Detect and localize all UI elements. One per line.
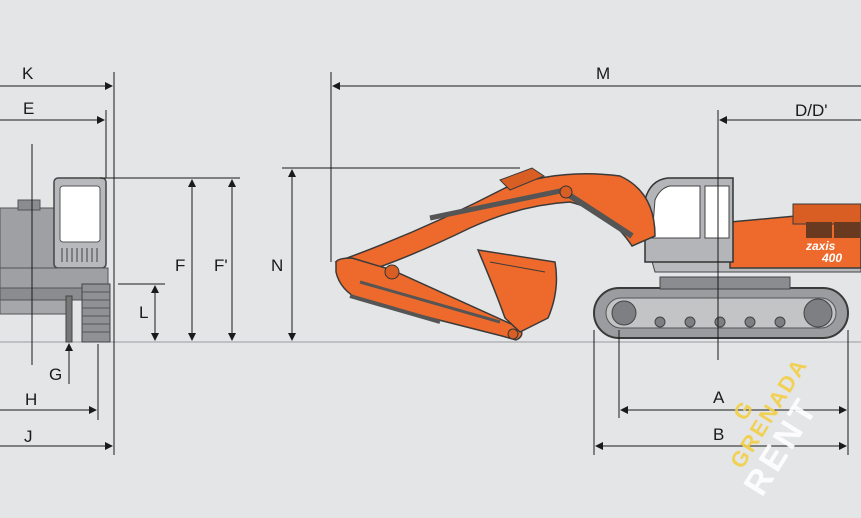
excavator-side-view: zaxis 400 xyxy=(334,167,861,341)
label-a: A xyxy=(713,388,725,407)
label-l: L xyxy=(139,303,148,322)
model-mark-400: 400 xyxy=(821,251,842,265)
label-f: F xyxy=(175,256,185,275)
label-k: K xyxy=(22,64,34,83)
label-m: M xyxy=(596,64,610,83)
label-f-prime: F' xyxy=(214,256,228,275)
label-e: E xyxy=(23,99,34,118)
grenada-rent-watermark: GRENADA RENT G xyxy=(725,353,826,502)
label-g: G xyxy=(49,365,62,384)
excavator-front-view xyxy=(0,177,111,343)
label-b: B xyxy=(713,425,724,444)
side-dimension-lines xyxy=(282,72,861,455)
label-d-d-prime: D/D' xyxy=(795,101,828,120)
label-j: J xyxy=(24,427,33,446)
label-n: N xyxy=(271,256,283,275)
front-dimension-lines xyxy=(0,72,240,455)
label-h: H xyxy=(25,390,37,409)
dimension-labels: K E F F' L G H J M N D/D' A B xyxy=(22,64,828,446)
model-mark-zaxis: zaxis xyxy=(805,239,836,253)
